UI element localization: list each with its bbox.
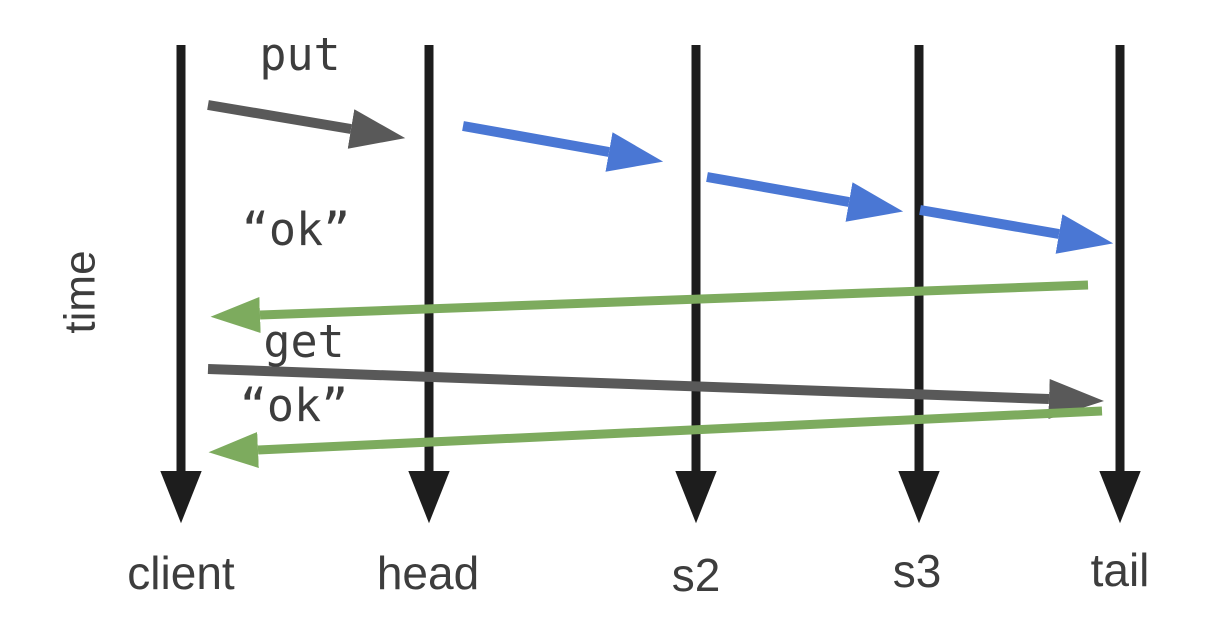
- get-ok-arrow: [208, 406, 1103, 468]
- time-axis-label: time: [56, 250, 105, 333]
- replicate-head-s2-arrow: [462, 121, 664, 172]
- lifeline-client: client: [127, 45, 235, 599]
- node-label-s3: s3: [893, 545, 942, 597]
- get-ok-label: “ok”: [240, 379, 348, 432]
- node-label-head: head: [377, 547, 479, 599]
- lifeline-head: head: [377, 45, 479, 599]
- lifeline-s2: s2: [672, 45, 721, 601]
- put-ok-arrow: [210, 280, 1089, 333]
- replicate-s3-tail-arrow: [919, 205, 1114, 254]
- put-label: put: [259, 28, 340, 81]
- get-label: get: [263, 315, 344, 368]
- get-arrow: [207, 364, 1104, 419]
- node-label-tail: tail: [1091, 544, 1150, 596]
- node-label-client: client: [127, 547, 235, 599]
- lifeline-s3: s3: [893, 45, 942, 597]
- node-label-s2: s2: [672, 549, 721, 601]
- lifeline-tail: tail: [1091, 45, 1150, 596]
- put-arrow: [207, 100, 406, 149]
- replicate-s2-s3-arrow: [706, 172, 904, 222]
- put-ok-label: “ok”: [242, 203, 350, 256]
